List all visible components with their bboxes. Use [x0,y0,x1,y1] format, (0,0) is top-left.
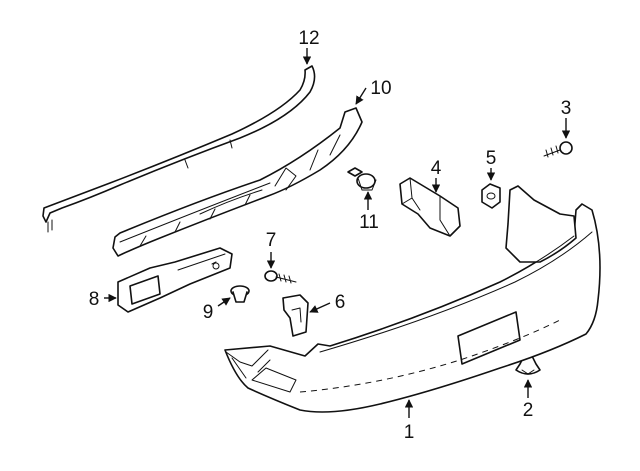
callout-labels: 1 2 3 4 5 6 7 8 9 10 11 12 [89,28,572,443]
leader-6 [309,302,331,313]
part-5-nut [481,183,501,209]
callout-6: 6 [335,292,346,313]
part-9-clip [230,285,250,303]
callout-4: 4 [431,158,442,179]
part-7-screw [264,270,297,284]
leader-lines [104,48,571,418]
part-11-push-pin [347,167,377,191]
leader-10 [355,87,367,105]
part-10-absorber [112,107,363,257]
callout-12: 12 [298,28,319,49]
callout-11: 11 [359,212,379,233]
part-6-bracket [282,294,309,337]
part-4-side-bracket [399,177,461,237]
callout-1: 1 [404,422,415,443]
callout-3: 3 [561,98,572,119]
part-3-screw [543,141,573,158]
callout-7: 7 [266,230,277,251]
part-12-trim-strip [42,65,316,233]
leader-9 [217,297,231,307]
part-1-bumper-cover [224,185,601,413]
callout-10: 10 [370,78,391,99]
callout-9: 9 [203,302,214,323]
callout-5: 5 [486,148,497,169]
callout-2: 2 [523,400,534,421]
part-8-bracket [117,247,233,313]
callout-8: 8 [89,289,100,310]
